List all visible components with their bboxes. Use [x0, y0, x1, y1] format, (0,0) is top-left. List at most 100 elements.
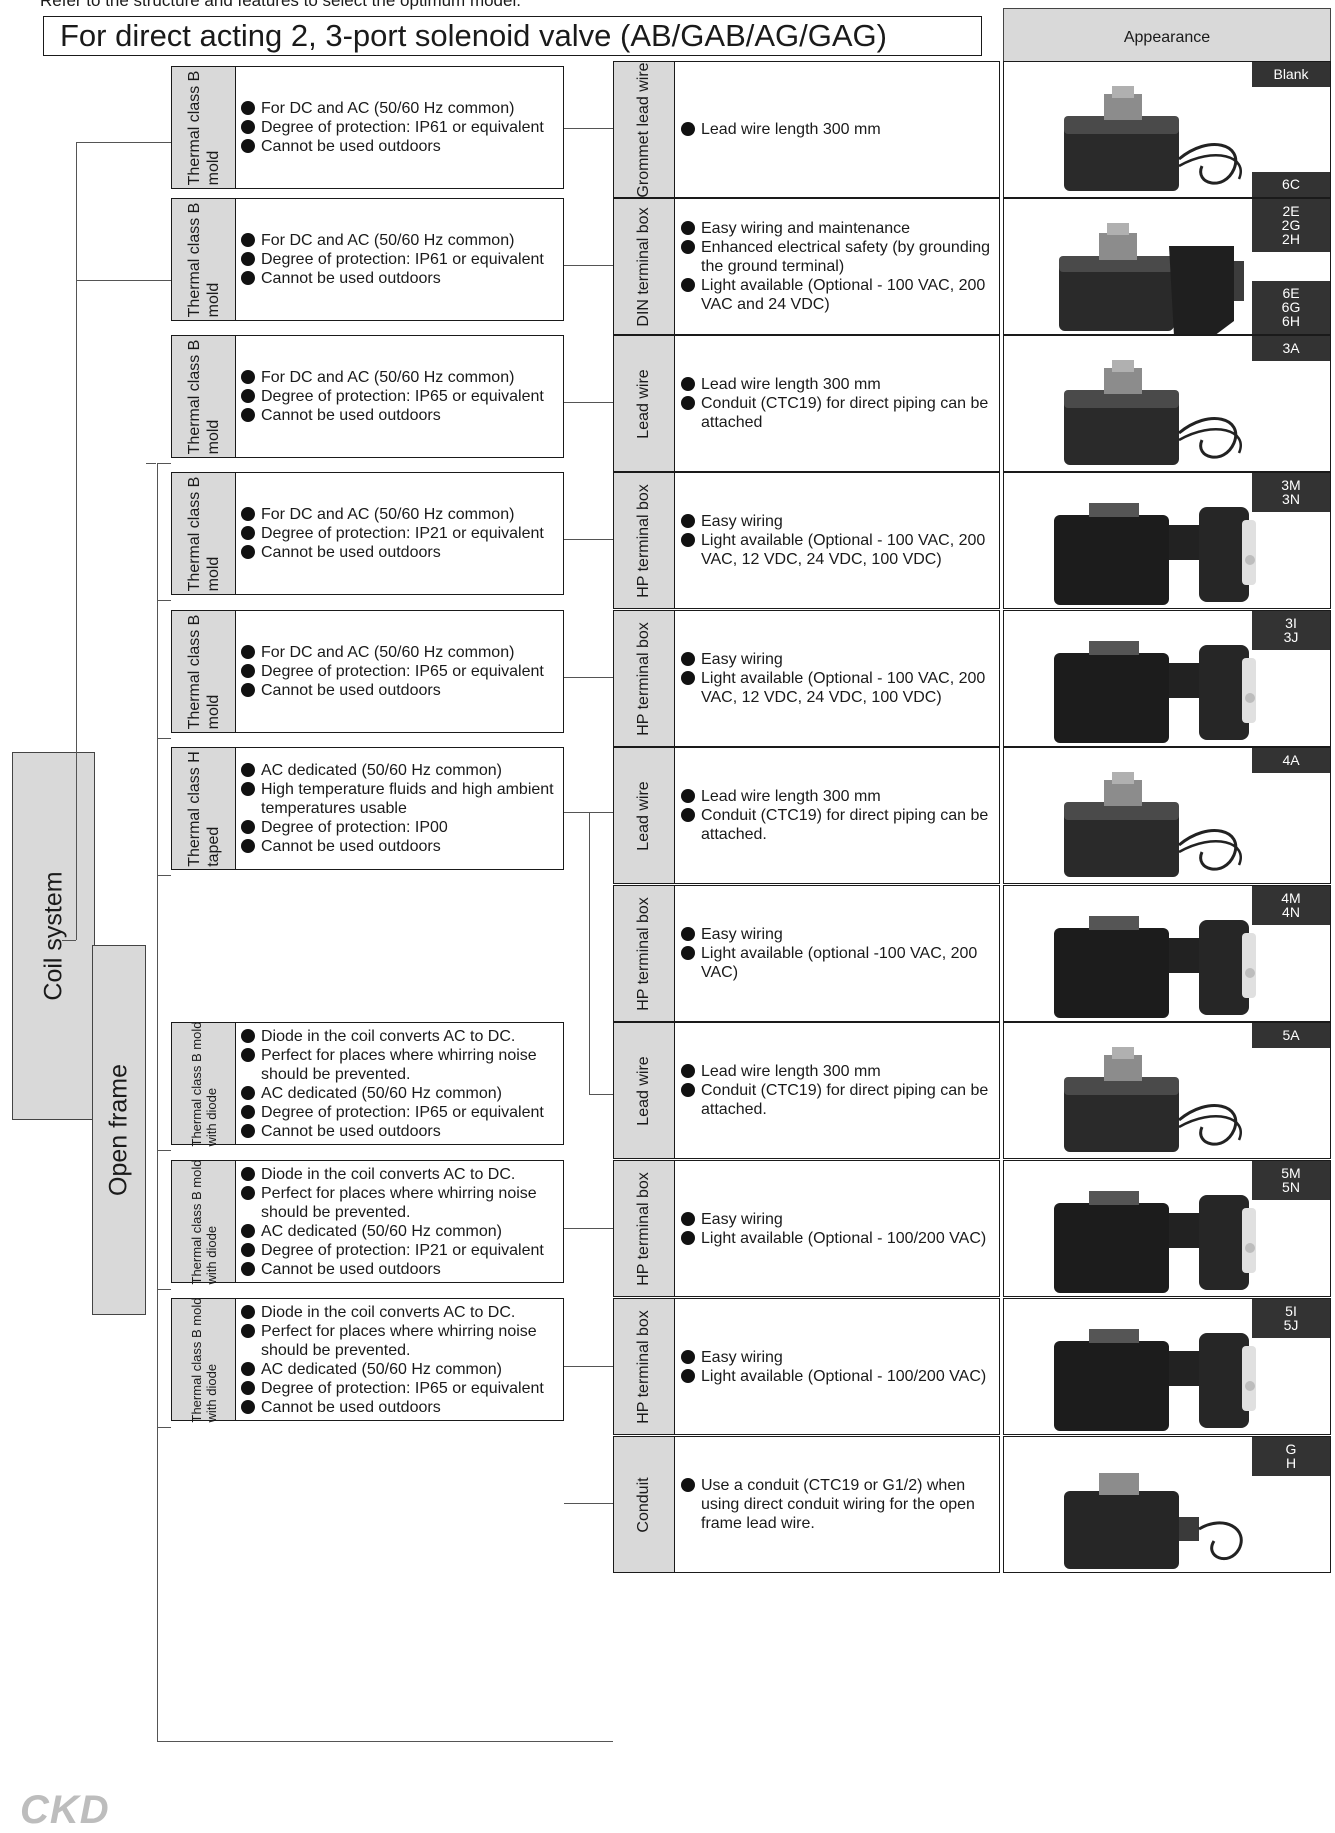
type-bullet: Light available (Optional - 100 VAC, 200…: [681, 276, 995, 314]
spec-bullet: Degree of protection: IP61 or equivalent: [241, 118, 559, 137]
coil-spec-label-line: with diode: [203, 1363, 219, 1422]
type-bullet: Light available (Optional - 100 VAC, 200…: [681, 531, 995, 569]
wiring-type-label: DIN terminal box: [614, 199, 675, 334]
coil-spec-text: Diode in the coil converts AC to DC.Perf…: [236, 1299, 563, 1420]
spec-bullet: Degree of protection: IP65 or equivalent: [241, 387, 559, 406]
wiring-type-label-text: HP terminal box: [635, 621, 652, 736]
type-bullet: Lead wire length 300 mm: [681, 787, 995, 806]
coil-spec-label-line: mold: [204, 282, 222, 317]
coil-spec-text: For DC and AC (50/60 Hz common)Degree of…: [236, 611, 563, 732]
model-code-tag: 5I 5J: [1252, 1299, 1330, 1338]
spec-bullet: For DC and AC (50/60 Hz common): [241, 505, 559, 524]
appearance-cell: 3I 3J: [1003, 610, 1331, 747]
spec-bullet: Degree of protection: IP21 or equivalent: [241, 1241, 559, 1260]
wiring-type-label-text: Grommet lead wire: [635, 61, 652, 198]
type-bullet: Lead wire length 300 mm: [681, 120, 995, 139]
type-bullet: Light available (optional -100 VAC, 200 …: [681, 944, 995, 982]
spec-bullet: AC dedicated (50/60 Hz common): [241, 761, 559, 780]
appearance-cell: 3A: [1003, 335, 1331, 472]
spec-bullet: For DC and AC (50/60 Hz common): [241, 99, 559, 118]
connector-line: [589, 812, 613, 813]
coil-spec-label-line: taped: [204, 826, 222, 867]
wiring-type-label-text: HP terminal box: [635, 896, 652, 1011]
model-code-tag: 4M 4N: [1252, 886, 1330, 925]
spec-bullet: Degree of protection: IP65 or equivalent: [241, 1103, 559, 1122]
wiring-type-text: Use a conduit (CTC19 or G1/2) when using…: [675, 1437, 999, 1572]
model-code-tag: G H: [1252, 1437, 1330, 1476]
coil-spec-label-line: with diode: [203, 1225, 219, 1284]
type-bullet: Use a conduit (CTC19 or G1/2) when using…: [681, 1476, 995, 1533]
spec-bullet: Degree of protection: IP61 or equivalent: [241, 250, 559, 269]
spec-bullet: Cannot be used outdoors: [241, 1260, 559, 1279]
appearance-cell: 5M 5N: [1003, 1160, 1331, 1297]
coil-spec-text: For DC and AC (50/60 Hz common)Degree of…: [236, 473, 563, 594]
open-frame-label: Open frame: [92, 945, 146, 1315]
spec-bullet: Cannot be used outdoors: [241, 681, 559, 700]
type-bullet: Enhanced electrical safety (by grounding…: [681, 238, 995, 276]
coil-spec-label-line: mold: [204, 694, 222, 729]
coil-lead-wire-photo: [1034, 760, 1259, 884]
spec-bullet: Cannot be used outdoors: [241, 1398, 559, 1417]
wiring-type-label-text: Conduit: [635, 1476, 652, 1533]
connector-line: [589, 812, 590, 1094]
coil-spec-label-line: mold: [204, 419, 222, 454]
appearance-header: Appearance: [1003, 8, 1331, 68]
wiring-type-label: Lead wire: [614, 336, 675, 471]
spec-bullet: Diode in the coil converts AC to DC.: [241, 1303, 559, 1322]
type-bullet: Lead wire length 300 mm: [681, 375, 995, 394]
coil-spec-label-line: mold: [204, 150, 222, 185]
coil-spec-label-line: Thermal class B: [185, 339, 203, 454]
connector-line: [157, 1150, 171, 1151]
appearance-cell: 3M 3N: [1003, 472, 1331, 609]
wiring-type-label: HP terminal box: [614, 473, 675, 608]
coil-spec-text: For DC and AC (50/60 Hz common)Degree of…: [236, 199, 563, 320]
coil-hp-box-photo: [1034, 485, 1259, 609]
wiring-type-label-text: HP terminal box: [635, 1171, 652, 1286]
appearance-cell: 5A: [1003, 1022, 1331, 1159]
coil-spec-label-line: Thermal class B: [185, 614, 203, 729]
coil-spec-label-line: mold: [204, 556, 222, 591]
connector-line: [157, 1741, 613, 1742]
wiring-type-label: HP terminal box: [614, 611, 675, 746]
coil-spec-text: AC dedicated (50/60 Hz common)High tempe…: [236, 748, 563, 869]
wiring-type-label: Grommet lead wire: [614, 62, 675, 197]
spec-bullet: For DC and AC (50/60 Hz common): [241, 643, 559, 662]
connector-line: [76, 142, 171, 143]
connector-line: [157, 600, 171, 601]
model-code-tag: 4A: [1252, 748, 1330, 773]
coil-spec-label-line: with diode: [203, 1087, 219, 1146]
model-code-tag: 6E 6G 6H: [1252, 281, 1330, 334]
spec-bullet: High temperature fluids and high ambient…: [241, 780, 559, 818]
coil-hp-box-photo: [1034, 1311, 1259, 1435]
type-bullet: Easy wiring and maintenance: [681, 219, 995, 238]
coil-spec-label-line: Thermal class B: [185, 70, 203, 185]
connector-line: [157, 463, 171, 464]
model-code-tag: 5M 5N: [1252, 1161, 1330, 1200]
appearance-cell: 4A: [1003, 747, 1331, 884]
top-note: Refer to the structure and features to s…: [40, 0, 521, 10]
connector-line: [157, 463, 158, 1741]
